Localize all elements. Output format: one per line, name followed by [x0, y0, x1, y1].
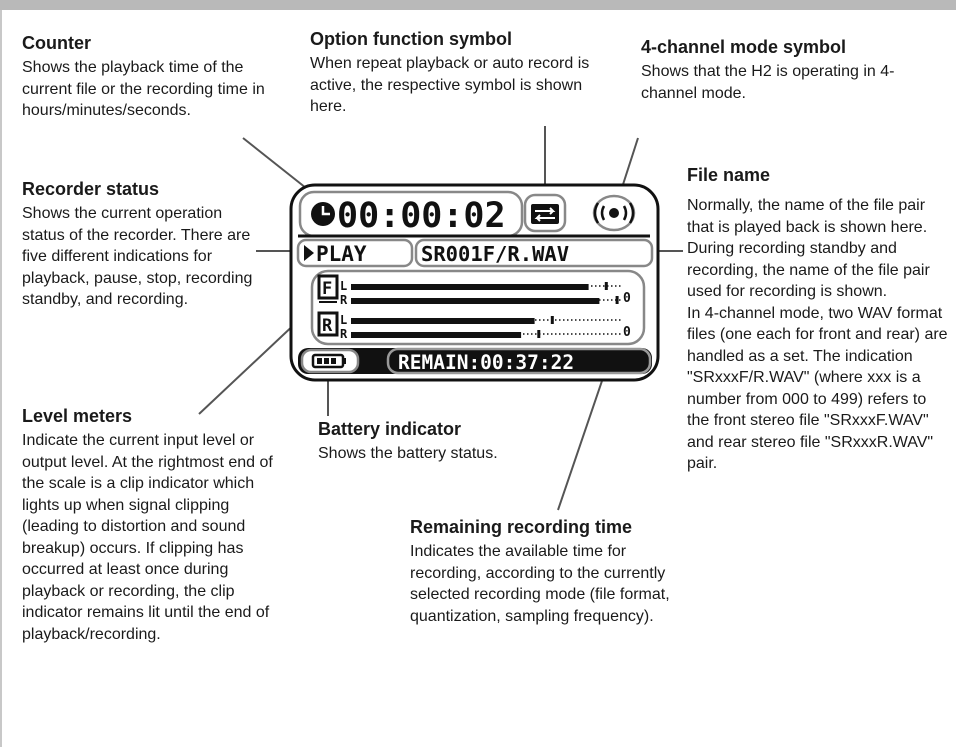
callout-recorder-status-body: Shows the current operation status of th… — [22, 205, 253, 308]
callout-recorder-status-title: Recorder status — [22, 179, 160, 199]
play-icon — [304, 245, 314, 261]
callout-4ch-body: Shows that the H2 is operating in 4-chan… — [641, 63, 895, 102]
left-border — [0, 10, 2, 747]
callout-file-name-title: File name — [687, 165, 771, 185]
meter-channel-label: L — [340, 313, 347, 327]
meter-peak-hold — [537, 330, 541, 338]
callout-level-meters-body: Indicate the current input level or outp… — [22, 432, 273, 643]
meter-peak-hold — [604, 282, 608, 290]
status-highlight — [296, 238, 414, 268]
meter-front-badge: F — [317, 274, 339, 303]
filename-highlight — [414, 238, 654, 268]
option-highlight — [523, 193, 567, 233]
meter-rear-badge: R — [317, 311, 339, 337]
clip-indicator: 0 — [623, 291, 631, 306]
meter-bar-rear-l — [351, 318, 535, 324]
lcd-bezel — [289, 183, 660, 382]
callout-option-title: Option function symbol — [310, 29, 512, 49]
callout-level-meters-title: Level meters — [22, 406, 133, 426]
top-border — [0, 0, 956, 10]
meter-rear-label: R — [322, 316, 333, 336]
callout-counter: Counter Shows the playback time of the c… — [22, 32, 267, 122]
remain-highlight — [386, 347, 652, 375]
callout-option: Option function symbol When repeat playb… — [310, 28, 600, 118]
meter-bar-front-l — [351, 284, 589, 290]
callout-level-meters: Level meters Indicate the current input … — [22, 405, 284, 645]
callout-4ch: 4-channel mode symbol Shows that the H2 … — [641, 36, 911, 104]
callout-option-body: When repeat playback or auto record is a… — [310, 55, 590, 115]
callout-remaining-time: Remaining recording time Indicates the a… — [410, 516, 672, 627]
repeat-icon — [531, 204, 559, 224]
meter-bar-rear-r — [351, 332, 522, 338]
meter-highlight — [310, 269, 646, 346]
callout-recorder-status: Recorder status Shows the current operat… — [22, 178, 262, 311]
meter-front-label: F — [322, 279, 332, 299]
callout-counter-title: Counter — [22, 33, 91, 53]
meter-peak-hold — [615, 296, 619, 304]
callout-file-name-body1: Normally, the name of the file pair that… — [687, 197, 930, 300]
callout-battery: Battery indicator Shows the battery stat… — [318, 418, 518, 465]
lcd-counter: 00:00:02 — [337, 196, 506, 236]
meter-channel-label: R — [340, 327, 348, 341]
lcd-filename: SR001F/R.WAV — [421, 242, 569, 266]
lcd-status: PLAY — [316, 242, 367, 266]
callout-file-name: File name Normally, the name of the file… — [687, 164, 949, 475]
lcd-remain: REMAIN:00:37:22 — [398, 351, 574, 374]
callout-battery-title: Battery indicator — [318, 419, 462, 439]
meter-channel-label: R — [340, 293, 348, 307]
callout-file-name-body2: In 4-channel mode, two WAV format files … — [687, 304, 948, 473]
four-channel-icon — [592, 194, 636, 232]
leader-remaining — [557, 374, 605, 511]
lcd-bottom-bar — [298, 348, 652, 374]
meter-bar-front-r — [351, 298, 600, 304]
clock-icon — [311, 202, 335, 226]
callout-4ch-title: 4-channel mode symbol — [641, 37, 847, 57]
callout-battery-body: Shows the battery status. — [318, 445, 498, 462]
callout-remaining-time-body: Indicates the available time for recordi… — [410, 543, 670, 625]
meter-peak-hold — [550, 316, 554, 324]
callout-remaining-time-title: Remaining recording time — [410, 517, 633, 537]
battery-icon — [311, 353, 346, 369]
callout-counter-body: Shows the playback time of the current f… — [22, 59, 265, 119]
meter-channel-label: L — [340, 279, 347, 293]
clip-indicator: 0 — [623, 325, 631, 340]
